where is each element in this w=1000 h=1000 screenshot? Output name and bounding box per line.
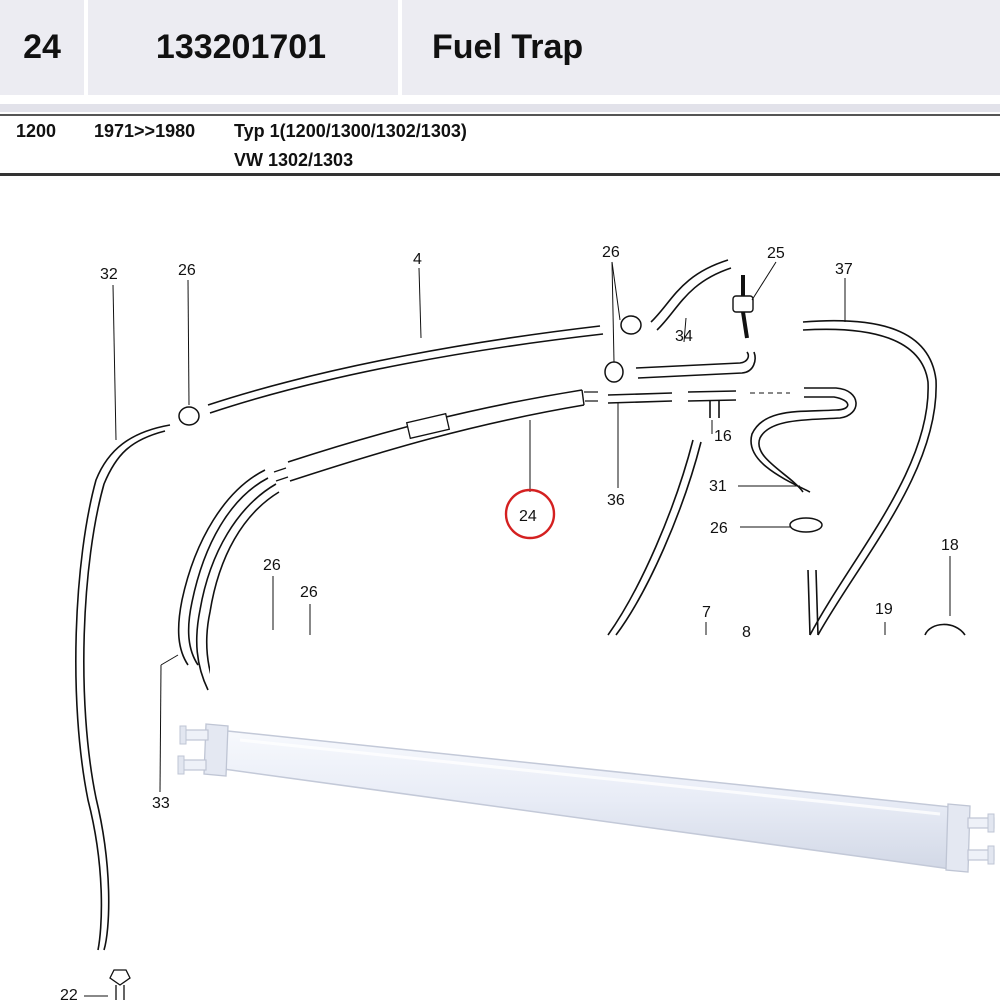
fuel-trap-photo — [177, 723, 995, 873]
bolt-22 — [109, 969, 131, 986]
fuel-trap-clip — [405, 412, 451, 440]
callout-7: 7 — [702, 604, 711, 621]
callout-26: 26 — [602, 244, 620, 261]
callout-26: 26 — [178, 262, 196, 279]
header-divider — [84, 0, 88, 95]
callout-26: 26 — [300, 584, 318, 601]
fuel-trap-line — [289, 404, 585, 482]
clamp-26 — [604, 361, 624, 383]
hose-34 — [656, 267, 732, 331]
hose-4 — [207, 325, 601, 406]
part-name: Fuel Trap — [432, 28, 584, 66]
engine-size: 1200 — [16, 121, 57, 141]
header-divider — [398, 0, 402, 95]
callout-31: 31 — [709, 478, 727, 495]
hose-34 — [650, 259, 729, 323]
callout-16: 16 — [714, 428, 732, 445]
highlight-circle — [504, 488, 556, 540]
hose-7 — [615, 441, 702, 636]
callout-34: 34 — [675, 328, 693, 345]
application-info: 1200 1971>>1980 Typ 1(1200/1300/1302/130… — [0, 114, 1000, 176]
callout-26: 26 — [710, 520, 728, 537]
hose-to-valve — [635, 351, 750, 369]
model-line-1: Typ 1(1200/1300/1302/1303) — [234, 121, 467, 141]
position-number: 24 — [23, 28, 61, 66]
callout-32: 32 — [100, 266, 118, 283]
callout-26: 26 — [263, 557, 281, 574]
hose-32 — [83, 430, 166, 951]
hose-7 — [607, 439, 694, 636]
callout-4: 4 — [413, 251, 422, 268]
hose-33 — [205, 491, 280, 691]
model-line-2: VW 1302/1303 — [234, 150, 354, 170]
hose-33 — [187, 477, 269, 666]
callout-8: 8 — [742, 624, 751, 641]
header-bar: 24 133201701 Fuel Trap — [0, 0, 1000, 95]
callout-22: 22 — [60, 987, 78, 1000]
header-gap — [0, 95, 1000, 105]
callout-37: 37 — [835, 261, 853, 278]
callout-33: 33 — [152, 795, 170, 812]
hose-31 — [750, 396, 849, 493]
fuel-trap-body — [215, 729, 961, 871]
callout-24: 24 — [519, 508, 537, 525]
callout-19: 19 — [875, 601, 893, 618]
clamp-26 — [178, 406, 200, 426]
hose-37 — [802, 328, 929, 636]
right-end-cap — [945, 803, 971, 873]
model-years: 1971>>1980 — [94, 121, 196, 141]
clamp-26 — [620, 315, 642, 335]
hose-33 — [195, 483, 277, 691]
hose-32 — [75, 424, 171, 951]
tee-16 — [687, 390, 737, 402]
callout-36: 36 — [607, 492, 625, 509]
left-end-cap — [203, 723, 229, 777]
sub-bar — [0, 104, 1000, 112]
callout-18: 18 — [941, 537, 959, 554]
hose-31 — [758, 387, 857, 493]
exploded-diagram: 32 26 4 26 25 37 34 16 36 31 26 24 18 19… — [60, 244, 966, 1000]
callout-25: 25 — [767, 245, 785, 262]
hose-4 — [209, 333, 604, 414]
hose-33 — [177, 469, 266, 666]
part-18 — [924, 623, 966, 636]
hose-to-valve — [637, 351, 756, 379]
valve-25 — [732, 295, 754, 313]
hose-37 — [802, 319, 937, 636]
clamp-26 — [789, 517, 823, 533]
part-number: 133201701 — [155, 28, 327, 66]
